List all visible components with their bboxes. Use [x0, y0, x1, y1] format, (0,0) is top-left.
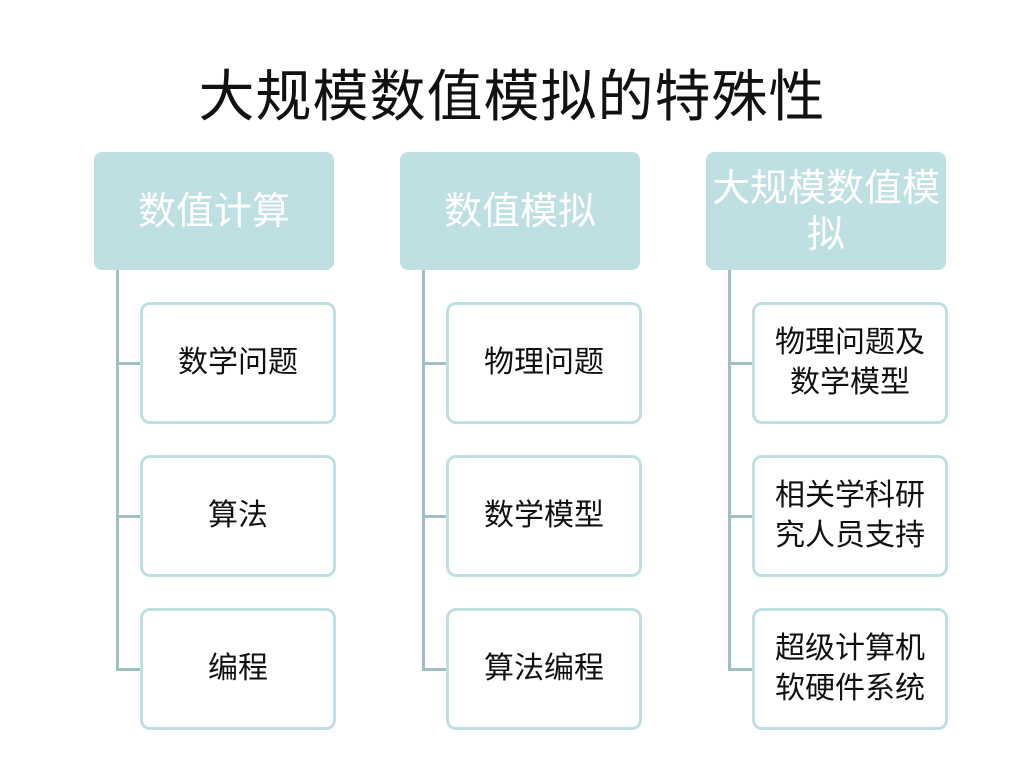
column-header: 数值模拟 [400, 152, 640, 270]
child-box: 算法编程 [446, 608, 642, 730]
connector-branch [422, 668, 448, 671]
connector-line [728, 270, 731, 671]
connector-branch [422, 515, 448, 518]
column-header: 大规模数值模拟 [706, 152, 946, 270]
child-box: 数学模型 [446, 455, 642, 577]
connector-branch [422, 362, 448, 365]
child-box: 超级计算机软硬件系统 [752, 608, 948, 730]
column-numerical-computation: 数值计算 数学问题 算法 编程 [94, 152, 354, 742]
connector-branch [728, 362, 754, 365]
child-box: 物理问题及数学模型 [752, 302, 948, 424]
column-large-scale-simulation: 大规模数值模拟 物理问题及数学模型 相关学科研究人员支持 超级计算机软硬件系统 [706, 152, 966, 742]
connector-line [116, 270, 119, 671]
connector-branch [116, 668, 142, 671]
child-box: 算法 [140, 455, 336, 577]
child-box: 编程 [140, 608, 336, 730]
connector-branch [116, 515, 142, 518]
connector-branch [728, 668, 754, 671]
child-box: 相关学科研究人员支持 [752, 455, 948, 577]
connector-branch [728, 515, 754, 518]
column-numerical-simulation: 数值模拟 物理问题 数学模型 算法编程 [400, 152, 660, 742]
connector-line [422, 270, 425, 671]
child-box: 物理问题 [446, 302, 642, 424]
child-box: 数学问题 [140, 302, 336, 424]
connector-branch [116, 362, 142, 365]
slide-title: 大规模数值模拟的特殊性 [198, 65, 826, 130]
column-header: 数值计算 [94, 152, 334, 270]
